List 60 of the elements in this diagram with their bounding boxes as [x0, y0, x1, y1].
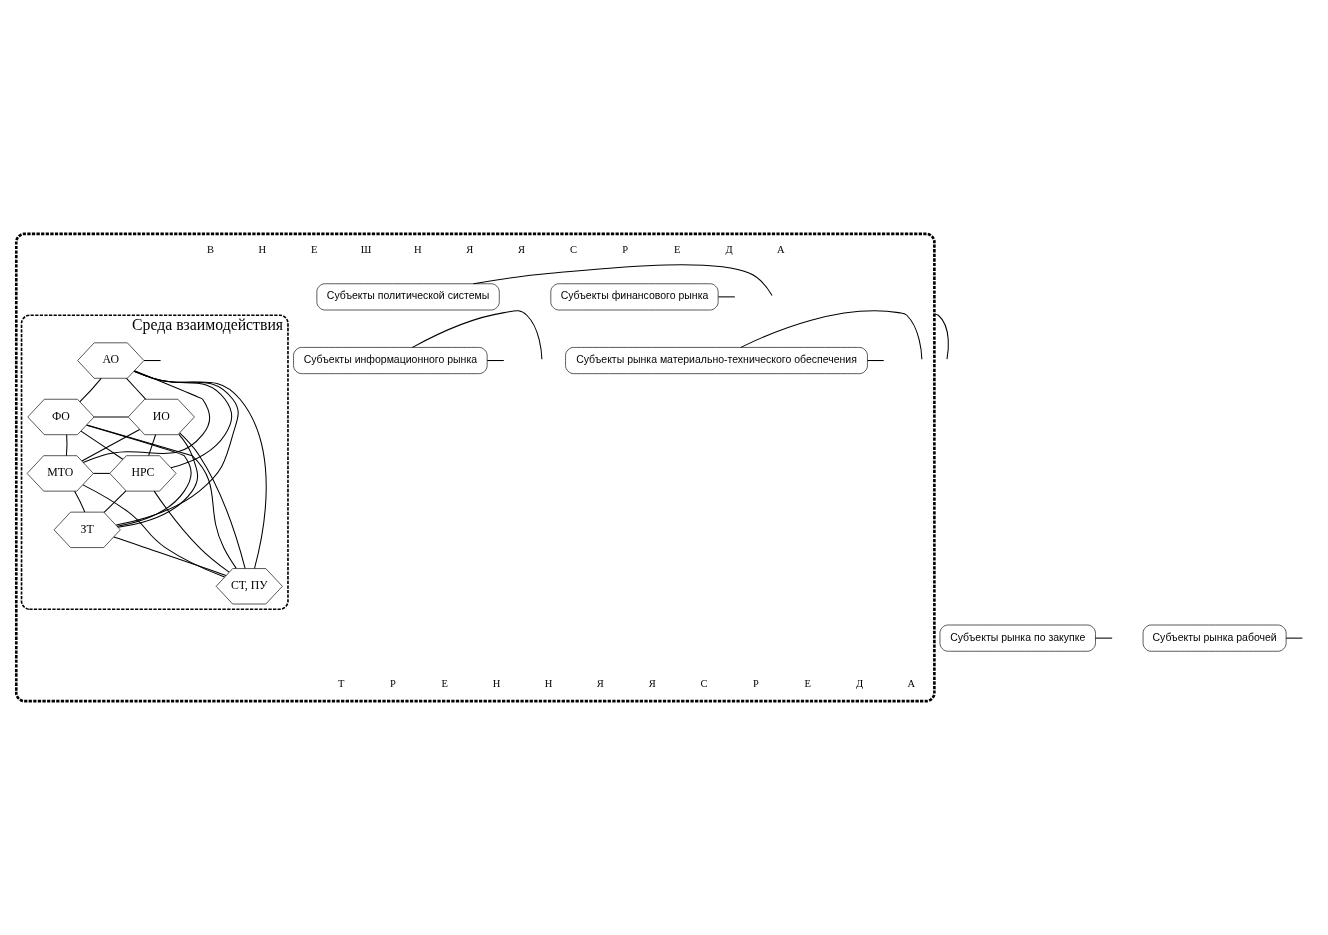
connector	[117, 433, 199, 528]
label: Н	[544, 677, 553, 689]
connector	[74, 490, 86, 513]
connector	[133, 370, 267, 569]
connector	[1285, 637, 1303, 639]
label: Н	[414, 244, 422, 256]
connector	[933, 313, 949, 360]
label: С	[569, 244, 577, 256]
connector	[79, 377, 102, 403]
node-box: Субъекты рынка материально-технического обеспечения	[565, 347, 868, 374]
connector	[153, 490, 230, 573]
label: А	[777, 244, 785, 256]
connector	[80, 430, 124, 460]
node-box: Субъекты рынка рабочей	[1142, 624, 1287, 652]
connector	[1095, 637, 1113, 639]
label: Е	[311, 244, 318, 256]
connector	[133, 370, 233, 469]
connector	[82, 484, 226, 578]
connector	[717, 296, 736, 298]
node-box: Субъекты информационного рынка	[293, 347, 488, 374]
label: Д	[725, 244, 733, 256]
connector	[113, 536, 227, 577]
label: Р	[390, 677, 396, 689]
label: Я	[466, 244, 474, 256]
label: Н	[258, 244, 267, 256]
node-box: Субъекты рынка по закупке	[939, 624, 1096, 652]
cluster	[14, 232, 936, 703]
connector	[148, 434, 157, 457]
connector	[867, 360, 885, 362]
node-box: Субъекты финансового рынка	[550, 283, 719, 311]
connector	[179, 432, 246, 569]
connector	[65, 434, 68, 457]
connector	[93, 472, 111, 474]
connector	[115, 370, 239, 526]
label: Д	[855, 677, 864, 689]
label: Е	[441, 677, 449, 689]
label: Я	[648, 677, 656, 689]
label: Т	[337, 677, 345, 689]
label: Е	[673, 244, 681, 256]
connector	[81, 428, 141, 462]
label: Я	[518, 244, 526, 256]
connector	[86, 424, 237, 569]
label: А	[907, 677, 916, 689]
label: Н	[492, 677, 501, 689]
label: В	[207, 244, 215, 256]
connector	[740, 310, 923, 360]
label: Я	[596, 677, 604, 689]
connector	[411, 310, 543, 360]
connector	[486, 360, 505, 362]
connector	[125, 377, 147, 400]
connector	[82, 370, 211, 463]
connector	[473, 264, 773, 296]
connector	[143, 360, 162, 362]
label: Р	[752, 677, 759, 689]
label: Ш	[360, 244, 372, 256]
node-box: Субъекты политической системы	[316, 283, 500, 311]
label: Е	[804, 677, 811, 689]
label: Р	[622, 244, 629, 256]
connector	[103, 490, 127, 513]
label: С	[700, 677, 708, 689]
